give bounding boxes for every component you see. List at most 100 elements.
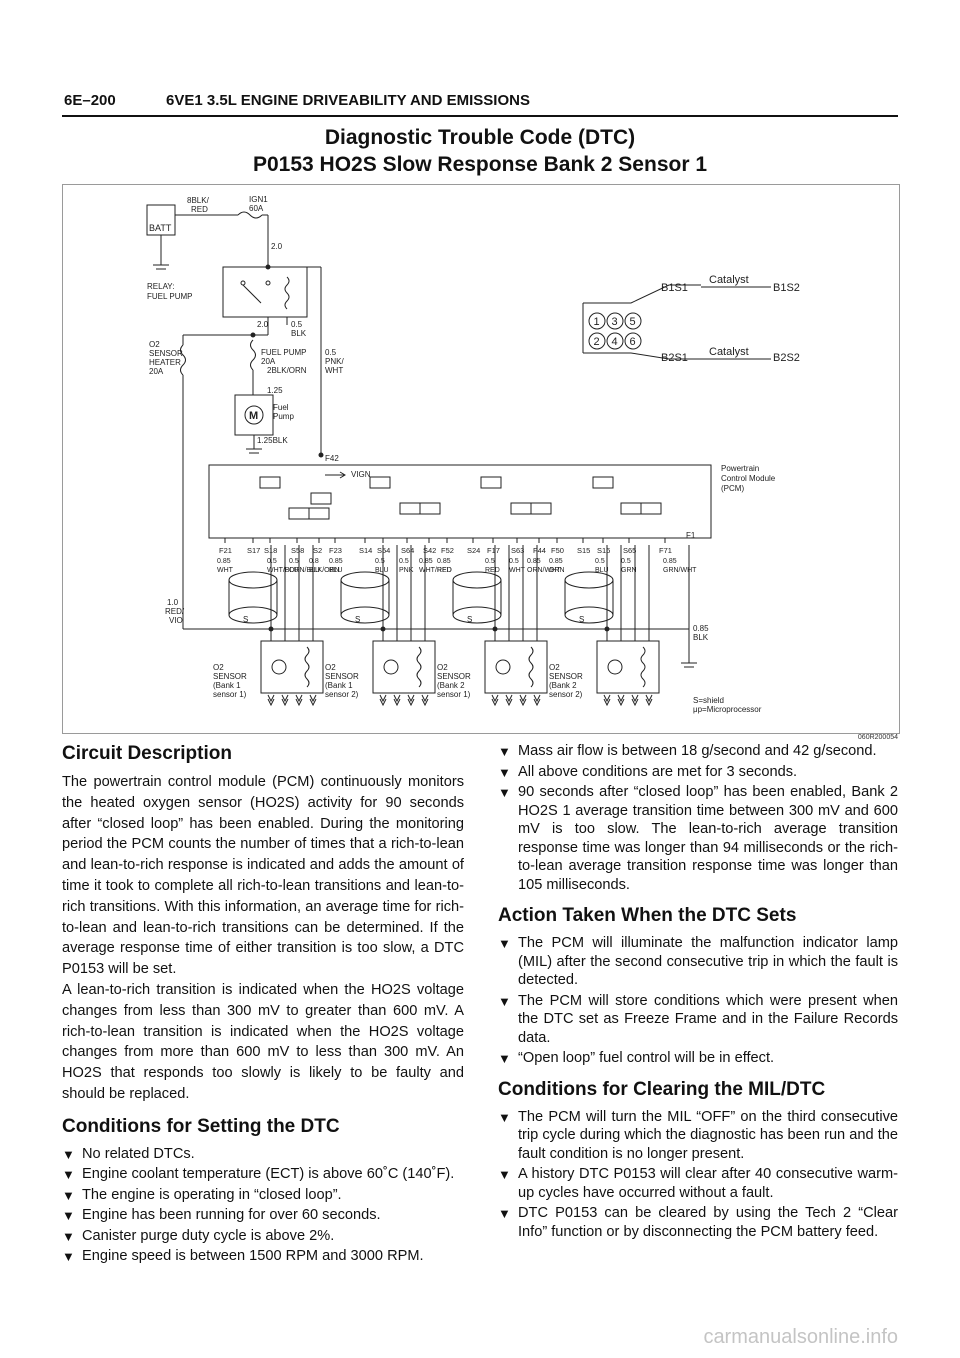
shield-label: S [579,615,584,624]
shield-ellipse [340,571,390,589]
list-item: ▼A history DTC P0153 will clear after 40… [498,1166,898,1201]
connector-pin [645,694,653,707]
list-item: ▼Engine speed is between 1500 RPM and 30… [62,1247,464,1266]
connector-pin [295,694,303,707]
connector-pin [505,694,513,707]
microprocessor-box [259,476,281,489]
wiring-diagram: BATT 8BLK/ RED IGN1 60A 2.0 RELAY: FUEL … [62,184,900,734]
circuit-description-paragraph-2: A lean-to-rich transition is indicated w… [62,981,464,1102]
svg-text:2.0: 2.0 [257,320,269,329]
list-item: ▼The engine is operating in “closed loop… [62,1186,464,1205]
svg-text:0.5: 0.5 [291,320,303,329]
list-item: ▼The PCM will illuminate the malfunction… [498,935,898,988]
microprocessor-box [530,502,552,515]
sensor-label: SENSOR [325,672,359,681]
svg-text:FUEL PUMP: FUEL PUMP [261,348,307,357]
sensor-body [372,640,436,694]
svg-text:FUEL PUMP: FUEL PUMP [147,292,193,301]
svg-text:RED: RED [191,205,208,214]
terminal-label: F52 [441,546,454,555]
svg-text:B1S2: B1S2 [773,282,800,294]
bullet-icon: ▼ [62,1208,75,1224]
page-header: 6E–200 6VE1 3.5L ENGINE DRIVEABILITY AND… [62,92,898,116]
wire-gauge: 0.85 [329,558,343,565]
connector-pin [393,694,401,707]
connector-pin [603,694,611,707]
clearing-list: ▼The PCM will turn the MIL “OFF” on the … [498,1108,898,1242]
title-line-1: Diagnostic Trouble Code (DTC) [324,126,636,149]
microprocessor-box [510,502,532,515]
microprocessor-label: μp [405,507,413,514]
sensor-label: SENSOR [437,672,471,681]
microprocessor-box [640,502,662,515]
cylinder-number: 5 [630,316,636,328]
shield-label: S [355,615,360,624]
list-item: ▼Mass air flow is between 18 g/second an… [498,742,898,761]
shield-ellipse [564,606,614,624]
svg-text:S=shield: S=shield [693,696,724,705]
svg-text:2.0: 2.0 [271,242,283,251]
connector-pin [379,694,387,707]
svg-text:O2: O2 [149,340,160,349]
wire-color: RED [485,567,500,574]
heater-coil [640,646,646,688]
cylinder-circle [606,312,624,330]
bullet-icon: ▼ [62,1228,75,1244]
shield-ellipse [452,606,502,624]
page-number: 6E–200 [64,92,116,109]
bullet-icon: ▼ [498,1051,511,1066]
microprocessor-label: μp [265,481,273,488]
microprocessor-box [308,507,330,520]
terminal-label: S42 [423,546,436,555]
conditions-setting-list: ▼No related DTCs. ▼Engine coolant temper… [62,1145,464,1266]
cylinder-number: 3 [612,316,618,328]
wire-color: RED [437,567,452,574]
cylinder-number: 6 [630,336,636,348]
microprocessor-label: μp [536,507,544,514]
microprocessor-label: μp [486,481,494,488]
svg-text:2BLK/ORN: 2BLK/ORN [267,366,307,375]
wire-gauge: 0.5 [621,558,631,565]
terminal-label: S54 [377,546,390,555]
svg-text:(PCM): (PCM) [721,484,744,493]
connector-pin [267,694,275,707]
microprocessor-box [419,502,441,515]
sensor-element [383,659,399,675]
sensor-element [271,659,287,675]
bullet-icon: ▼ [498,1109,511,1125]
sensor-label: sensor 2) [325,690,359,699]
svg-text:20A: 20A [149,367,164,376]
heater-coil [416,646,422,688]
sensor-label: O2 [549,663,560,672]
terminal-label: F44 [533,546,546,555]
wire-gauge: 0.5 [509,558,519,565]
sensor-label: sensor 1) [437,690,471,699]
bullet-icon: ▼ [498,1206,511,1221]
svg-text:1.25: 1.25 [267,386,283,395]
terminal-label: F21 [219,546,232,555]
svg-text:VIO: VIO [169,616,183,625]
svg-text:Fuel: Fuel [273,403,289,412]
microprocessor-box [369,476,391,489]
wire-gauge: 0.85 [419,558,433,565]
svg-text:B1S1: B1S1 [661,282,688,294]
microprocessor-box [310,492,332,505]
svg-text:WHT: WHT [325,366,343,375]
wire-gauge: 0.85 [527,558,541,565]
conditions-setting-list-continued: ▼Mass air flow is between 18 g/second an… [498,742,898,894]
wire-color: ORN [549,567,565,574]
wire-color: ORN/WHT [527,567,561,574]
wire-color: BLU [595,567,609,574]
list-item: ▼DTC P0153 can be cleared by using the T… [498,1205,898,1240]
connector-pin [309,694,317,707]
wire-gauge: 0.85 [663,558,677,565]
list-item: ▼Engine has been running for over 60 sec… [62,1206,464,1225]
shield-label: S [243,615,248,624]
terminal-label: S15 [577,546,590,555]
wire-gauge: 0.85 [437,558,451,565]
bullet-icon: ▼ [62,1167,75,1183]
wire-gauge: 0.5 [267,558,277,565]
cylinder-number: 1 [594,316,600,328]
bullet-icon: ▼ [62,1146,75,1162]
